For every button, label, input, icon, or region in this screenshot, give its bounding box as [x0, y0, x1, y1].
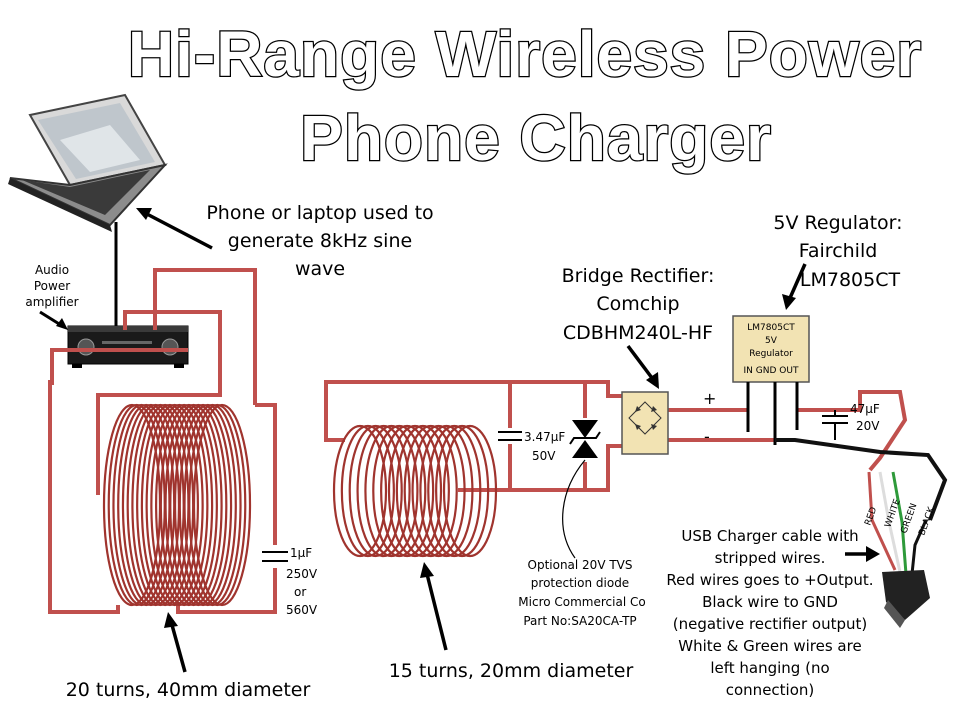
- tvs-label-1: Optional 20V TVS: [528, 558, 633, 572]
- coil-turn: [348, 424, 403, 558]
- amp-label-2: Power: [34, 279, 70, 293]
- usb-label-6: White & Green wires are: [678, 637, 861, 655]
- ground-wire-black: [775, 438, 948, 521]
- coil-turn: [380, 424, 435, 558]
- coil-turn: [435, 424, 490, 558]
- coil-turn: [188, 403, 247, 607]
- tvs-label-2: protection diode: [531, 576, 629, 590]
- tx-coil-label: 20 turns, 40mm diameter: [66, 679, 311, 701]
- reg-chip-label-1: LM7805CT: [747, 323, 795, 333]
- coil-turn: [395, 424, 450, 558]
- coil-turn: [155, 403, 214, 607]
- tx-coil-arrow: [170, 624, 187, 673]
- tx-cap-label-3: or: [294, 585, 306, 599]
- coil-turn: [419, 424, 474, 558]
- bridge-label-3: CDBHM240L-HF: [563, 322, 713, 344]
- rx-coil-label: 15 turns, 20mm diameter: [389, 660, 634, 682]
- coil-turn: [427, 424, 482, 558]
- wire-label-black: BLACK: [917, 505, 937, 537]
- reg-arrow: [788, 263, 807, 299]
- coil-turn: [145, 403, 204, 607]
- coil-turn: [340, 424, 395, 558]
- coil-turn: [173, 403, 233, 607]
- tx-cap-label-4: 560V: [286, 603, 318, 617]
- usb-arrowhead: [866, 546, 880, 562]
- source-label-2: generate 8kHz sine: [228, 230, 412, 252]
- reg-arrowhead: [782, 294, 796, 310]
- bridge-label-1: Bridge Rectifier:: [562, 265, 715, 287]
- usb-cable-icon: [867, 471, 930, 628]
- source-arrow: [144, 211, 213, 250]
- coil-turn: [164, 403, 223, 607]
- receiver-circuit-wires: [324, 380, 908, 492]
- out-cap-label-1: 47µF: [850, 402, 880, 416]
- coil-turn: [442, 424, 498, 558]
- coil-turn: [364, 424, 419, 558]
- reg-label-1: 5V Regulator:: [773, 212, 902, 234]
- coil-turn: [387, 424, 443, 558]
- reg-chip-label-4: IN GND OUT: [744, 366, 799, 376]
- usb-label-1: USB Charger cable with: [681, 527, 858, 545]
- usb-label-8: connection): [726, 681, 815, 699]
- coil-turn: [411, 424, 466, 558]
- amp-label-3: amplifier: [25, 295, 78, 309]
- rx-cap-label-1: 3.47µF: [524, 430, 565, 444]
- usb-label-3: Red wires goes to +Output.: [666, 571, 873, 589]
- tvs-label-3: Micro Commercial Co: [518, 595, 645, 609]
- reg-label-3: LM7805CT: [800, 269, 901, 291]
- tvs-label-4: Part No:SA20CA-TP: [523, 614, 636, 628]
- laptop-icon: [8, 93, 168, 232]
- tvs-diode-symbol: [569, 418, 601, 462]
- bridge-arrow: [626, 344, 654, 380]
- tx-cap-label-2: 250V: [286, 567, 318, 581]
- title-line-1: Hi-Range Wireless Power: [128, 18, 922, 90]
- source-label-1: Phone or laptop used to: [206, 202, 433, 224]
- transmitter-coil: [102, 403, 252, 607]
- output-capacitor: [822, 410, 848, 440]
- bridge-rectifier-chip: [621, 391, 669, 455]
- coil-turn: [150, 403, 209, 607]
- rx-coil-arrow: [425, 573, 448, 651]
- transmitter-circuit-wires: [48, 268, 277, 614]
- out-cap-label-2: 20V: [856, 419, 880, 433]
- coil-turn: [159, 403, 218, 607]
- usb-label-7: left hanging (no: [710, 659, 829, 677]
- tvs-pointer-line: [562, 459, 586, 559]
- reg-label-2: Fairchild: [799, 240, 878, 262]
- wire-label-red: RED: [863, 506, 879, 527]
- coil-turn: [192, 403, 252, 607]
- coil-turn: [403, 424, 458, 558]
- bridge-label-2: Comchip: [596, 293, 679, 315]
- bridge-arrowhead: [646, 372, 659, 389]
- plus-terminal-label: +: [703, 389, 716, 408]
- rx-cap-label-2: 50V: [532, 449, 556, 463]
- coil-turn: [372, 424, 427, 558]
- tx-capacitor: [262, 551, 288, 562]
- coil-turn: [356, 424, 411, 558]
- coil-turn: [140, 403, 199, 607]
- amp-arrowhead: [56, 318, 68, 330]
- reg-chip-label-2: 5V: [765, 336, 778, 346]
- usb-label-4: Black wire to GND: [702, 593, 838, 611]
- source-arrowhead: [136, 208, 152, 220]
- minus-terminal-label: -: [704, 427, 710, 446]
- receiver-coil: [332, 424, 498, 558]
- coil-turn: [178, 403, 237, 607]
- usb-label-2: stripped wires.: [715, 549, 826, 567]
- rx-coil-arrowhead: [420, 562, 434, 578]
- rx-capacitor: [498, 428, 522, 444]
- audio-amplifier-icon: [67, 325, 189, 368]
- tx-cap-label-1: 1µF: [290, 546, 312, 560]
- title-line-2: Phone Charger: [300, 102, 772, 174]
- amp-label-1: Audio: [35, 263, 69, 277]
- coil-turn: [332, 424, 388, 558]
- coil-turn: [183, 403, 242, 607]
- tx-coil-arrowhead: [164, 612, 178, 628]
- reg-chip-label-3: Regulator: [749, 349, 793, 359]
- source-label-3: wave: [295, 258, 345, 280]
- voltage-regulator-chip: [732, 315, 810, 445]
- coil-turn: [169, 403, 228, 607]
- usb-label-5: (negative rectifier output): [673, 615, 868, 633]
